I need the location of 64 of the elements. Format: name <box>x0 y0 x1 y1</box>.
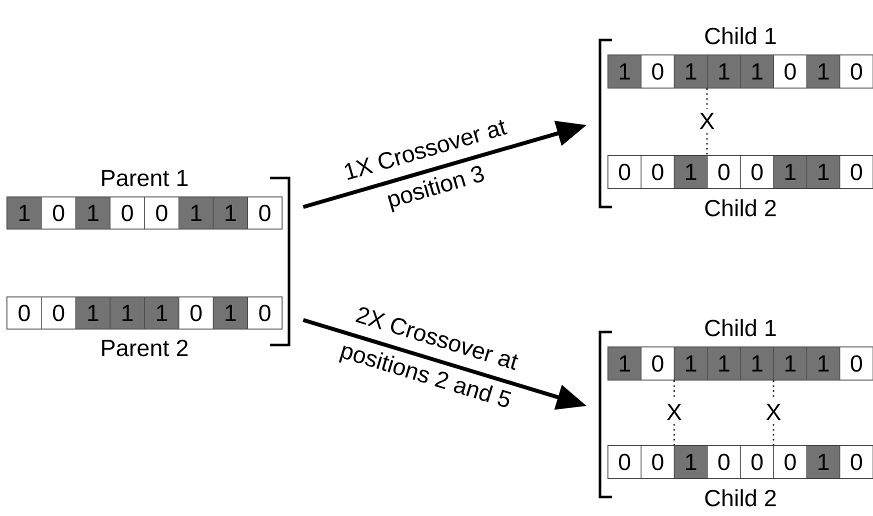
node-label: Parent 1 <box>102 170 188 186</box>
bit-cell: 0 <box>41 196 76 230</box>
bit-cell: 1 <box>212 196 248 230</box>
bit-cell: 0 <box>144 196 180 230</box>
bit-cell: 1 <box>674 54 708 88</box>
bit-cell: 1 <box>674 155 708 189</box>
bit-cell: 0 <box>640 346 675 380</box>
bit-cell: 1 <box>806 155 840 189</box>
bit-cell: 1 <box>674 445 708 479</box>
bit-cell: 0 <box>840 54 873 88</box>
bit-cell: 1 <box>740 54 774 88</box>
bit-cell: 0 <box>707 155 741 189</box>
bit-cell: 1 <box>75 296 110 330</box>
bit-cell: 1 <box>110 296 145 330</box>
node-label: Child 2 <box>705 489 776 506</box>
bit-cell: 0 <box>178 296 214 330</box>
bit-cell: 1 <box>608 54 642 88</box>
bit-cell: 0 <box>640 155 675 189</box>
bit-cell: 0 <box>247 196 282 230</box>
crossover-mark: X <box>766 404 781 420</box>
bit-cell: 0 <box>640 445 675 479</box>
bit-cell: 1 <box>178 196 214 230</box>
bit-cell: 1 <box>6 196 42 230</box>
bit-cell: 1 <box>212 296 248 330</box>
bit-cell: 0 <box>41 296 76 330</box>
bit-cell: 1 <box>608 346 642 380</box>
bit-cell: 0 <box>608 155 642 189</box>
bit-cell: 1 <box>806 54 840 88</box>
dotted-line <box>772 424 774 446</box>
bracket <box>270 176 290 346</box>
bit-cell: 0 <box>608 445 642 479</box>
bracket <box>598 38 612 208</box>
bit-cell: 0 <box>247 296 282 330</box>
bracket <box>598 330 612 498</box>
bit-cell: 0 <box>773 445 808 479</box>
dotted-line <box>674 424 675 446</box>
bit-cell: 1 <box>75 196 110 230</box>
bit-cell: 0 <box>6 296 42 330</box>
bit-cell: 1 <box>806 445 840 479</box>
bit-cell: 0 <box>640 54 675 88</box>
dotted-line <box>706 133 708 156</box>
bit-cell: 0 <box>773 54 808 88</box>
bit-cell: 1 <box>674 346 708 380</box>
node-label: Child 1 <box>705 27 776 44</box>
bit-cell: 1 <box>773 346 808 380</box>
bit-cell: 0 <box>840 445 873 479</box>
node-label: Parent 2 <box>102 340 188 356</box>
crossover-mark: X <box>666 404 682 420</box>
bit-cell: 0 <box>707 445 741 479</box>
bit-cell: 1 <box>773 155 808 189</box>
node-label: Child 1 <box>705 319 776 336</box>
bit-cell: 1 <box>707 346 741 380</box>
node-label: Child 2 <box>705 199 776 216</box>
bit-cell: 0 <box>840 155 873 189</box>
crossover-mark: X <box>700 112 714 130</box>
bit-cell: 1 <box>806 346 840 380</box>
bit-cell: 1 <box>144 296 180 330</box>
bit-cell: 0 <box>740 445 774 479</box>
dotted-line <box>706 88 708 109</box>
bit-cell: 0 <box>110 196 145 230</box>
bit-cell: 1 <box>740 346 774 380</box>
bit-cell: 1 <box>707 54 741 88</box>
bit-cell: 0 <box>740 155 774 189</box>
bit-cell: 0 <box>840 346 873 380</box>
